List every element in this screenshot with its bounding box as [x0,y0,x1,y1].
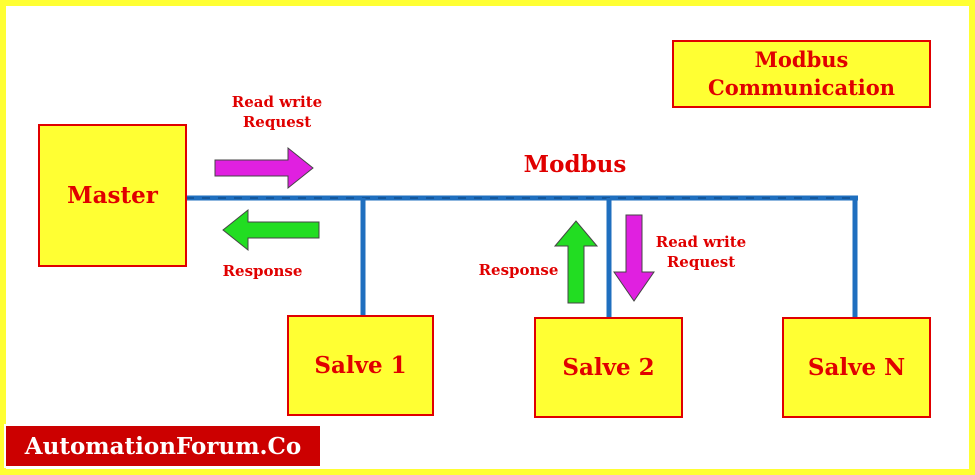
request-arrow-right [214,146,314,190]
slave-request-label: Read write Request [655,233,747,271]
brand-text: AutomationForum.Co [24,432,302,460]
slave-box-n: Salve N [782,317,931,418]
master-box: Master [38,124,187,267]
slave-label-1: Salve 1 [314,352,407,379]
response-arrow-up [553,220,599,304]
master-label: Master [67,182,158,209]
master-response-label: Response [222,262,303,280]
master-request-label: Read write Request [231,93,323,131]
slave-box-1: Salve 1 [287,315,434,416]
response-arrow-left [222,208,320,252]
slave-label-2: Salve 2 [562,354,655,381]
slave-box-2: Salve 2 [534,317,683,418]
bus-label: Modbus [523,151,627,178]
slave-response-label: Response [478,261,559,279]
request-arrow-down [613,214,655,302]
brand-banner: AutomationForum.Co [4,424,322,468]
title-box: Modbus Communication [672,40,931,108]
slave-label-n: Salve N [807,354,906,381]
title-text: Modbus Communication [707,46,896,100]
